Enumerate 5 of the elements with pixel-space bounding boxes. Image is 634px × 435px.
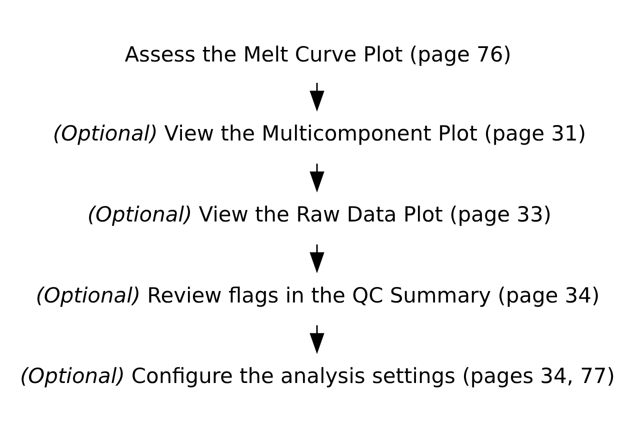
node-text: (Optional) Review flags in the QC Summary (page 34) <box>36 283 600 308</box>
node-text: (Optional) View the Multicomponent Plot (page 31) <box>52 122 586 146</box>
node-text: Assess the Melt Curve Plot (page 76) <box>124 42 512 66</box>
node-text: (Optional) Configure the analysis settings (pages 34, 77) <box>20 364 615 388</box>
node-text: (Optional) View the Raw Data Plot (page 33) <box>87 202 552 227</box>
